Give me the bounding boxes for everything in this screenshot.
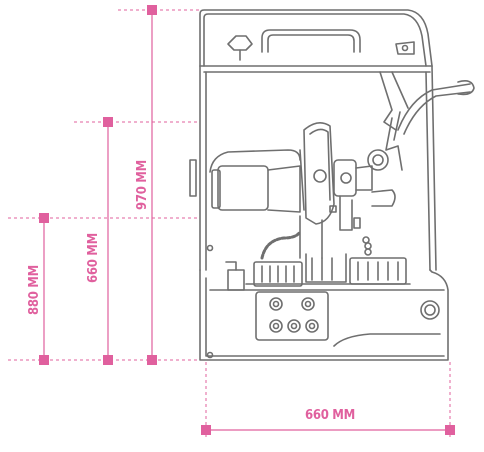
dimension-lines: 970 MM 660 MM 880 MM 660 MM: [8, 5, 455, 440]
lever-arm: [379, 71, 475, 171]
dimension-label-660-horizontal: 660 MM: [305, 408, 355, 423]
machine-cabinet: [189, 65, 437, 359]
dimension-width: 660 MM: [201, 408, 455, 435]
dimension-label-880: 880 MM: [27, 265, 42, 315]
dimension-height-total: 970 MM: [135, 5, 157, 365]
dimension-height-base: 880 MM: [27, 213, 49, 365]
machine-illustration: [189, 9, 475, 361]
motor-assembly: [209, 122, 396, 259]
dimension-label-970: 970 MM: [135, 160, 150, 210]
extension-lines: [8, 9, 451, 440]
dimension-label-660-vertical: 660 MM: [86, 233, 101, 283]
machine-base: [199, 269, 449, 361]
dimension-height-table: 660 MM: [86, 117, 113, 365]
machine-hood: [199, 9, 433, 67]
vise-table: [225, 253, 411, 291]
coolant-hose: [260, 230, 372, 260]
